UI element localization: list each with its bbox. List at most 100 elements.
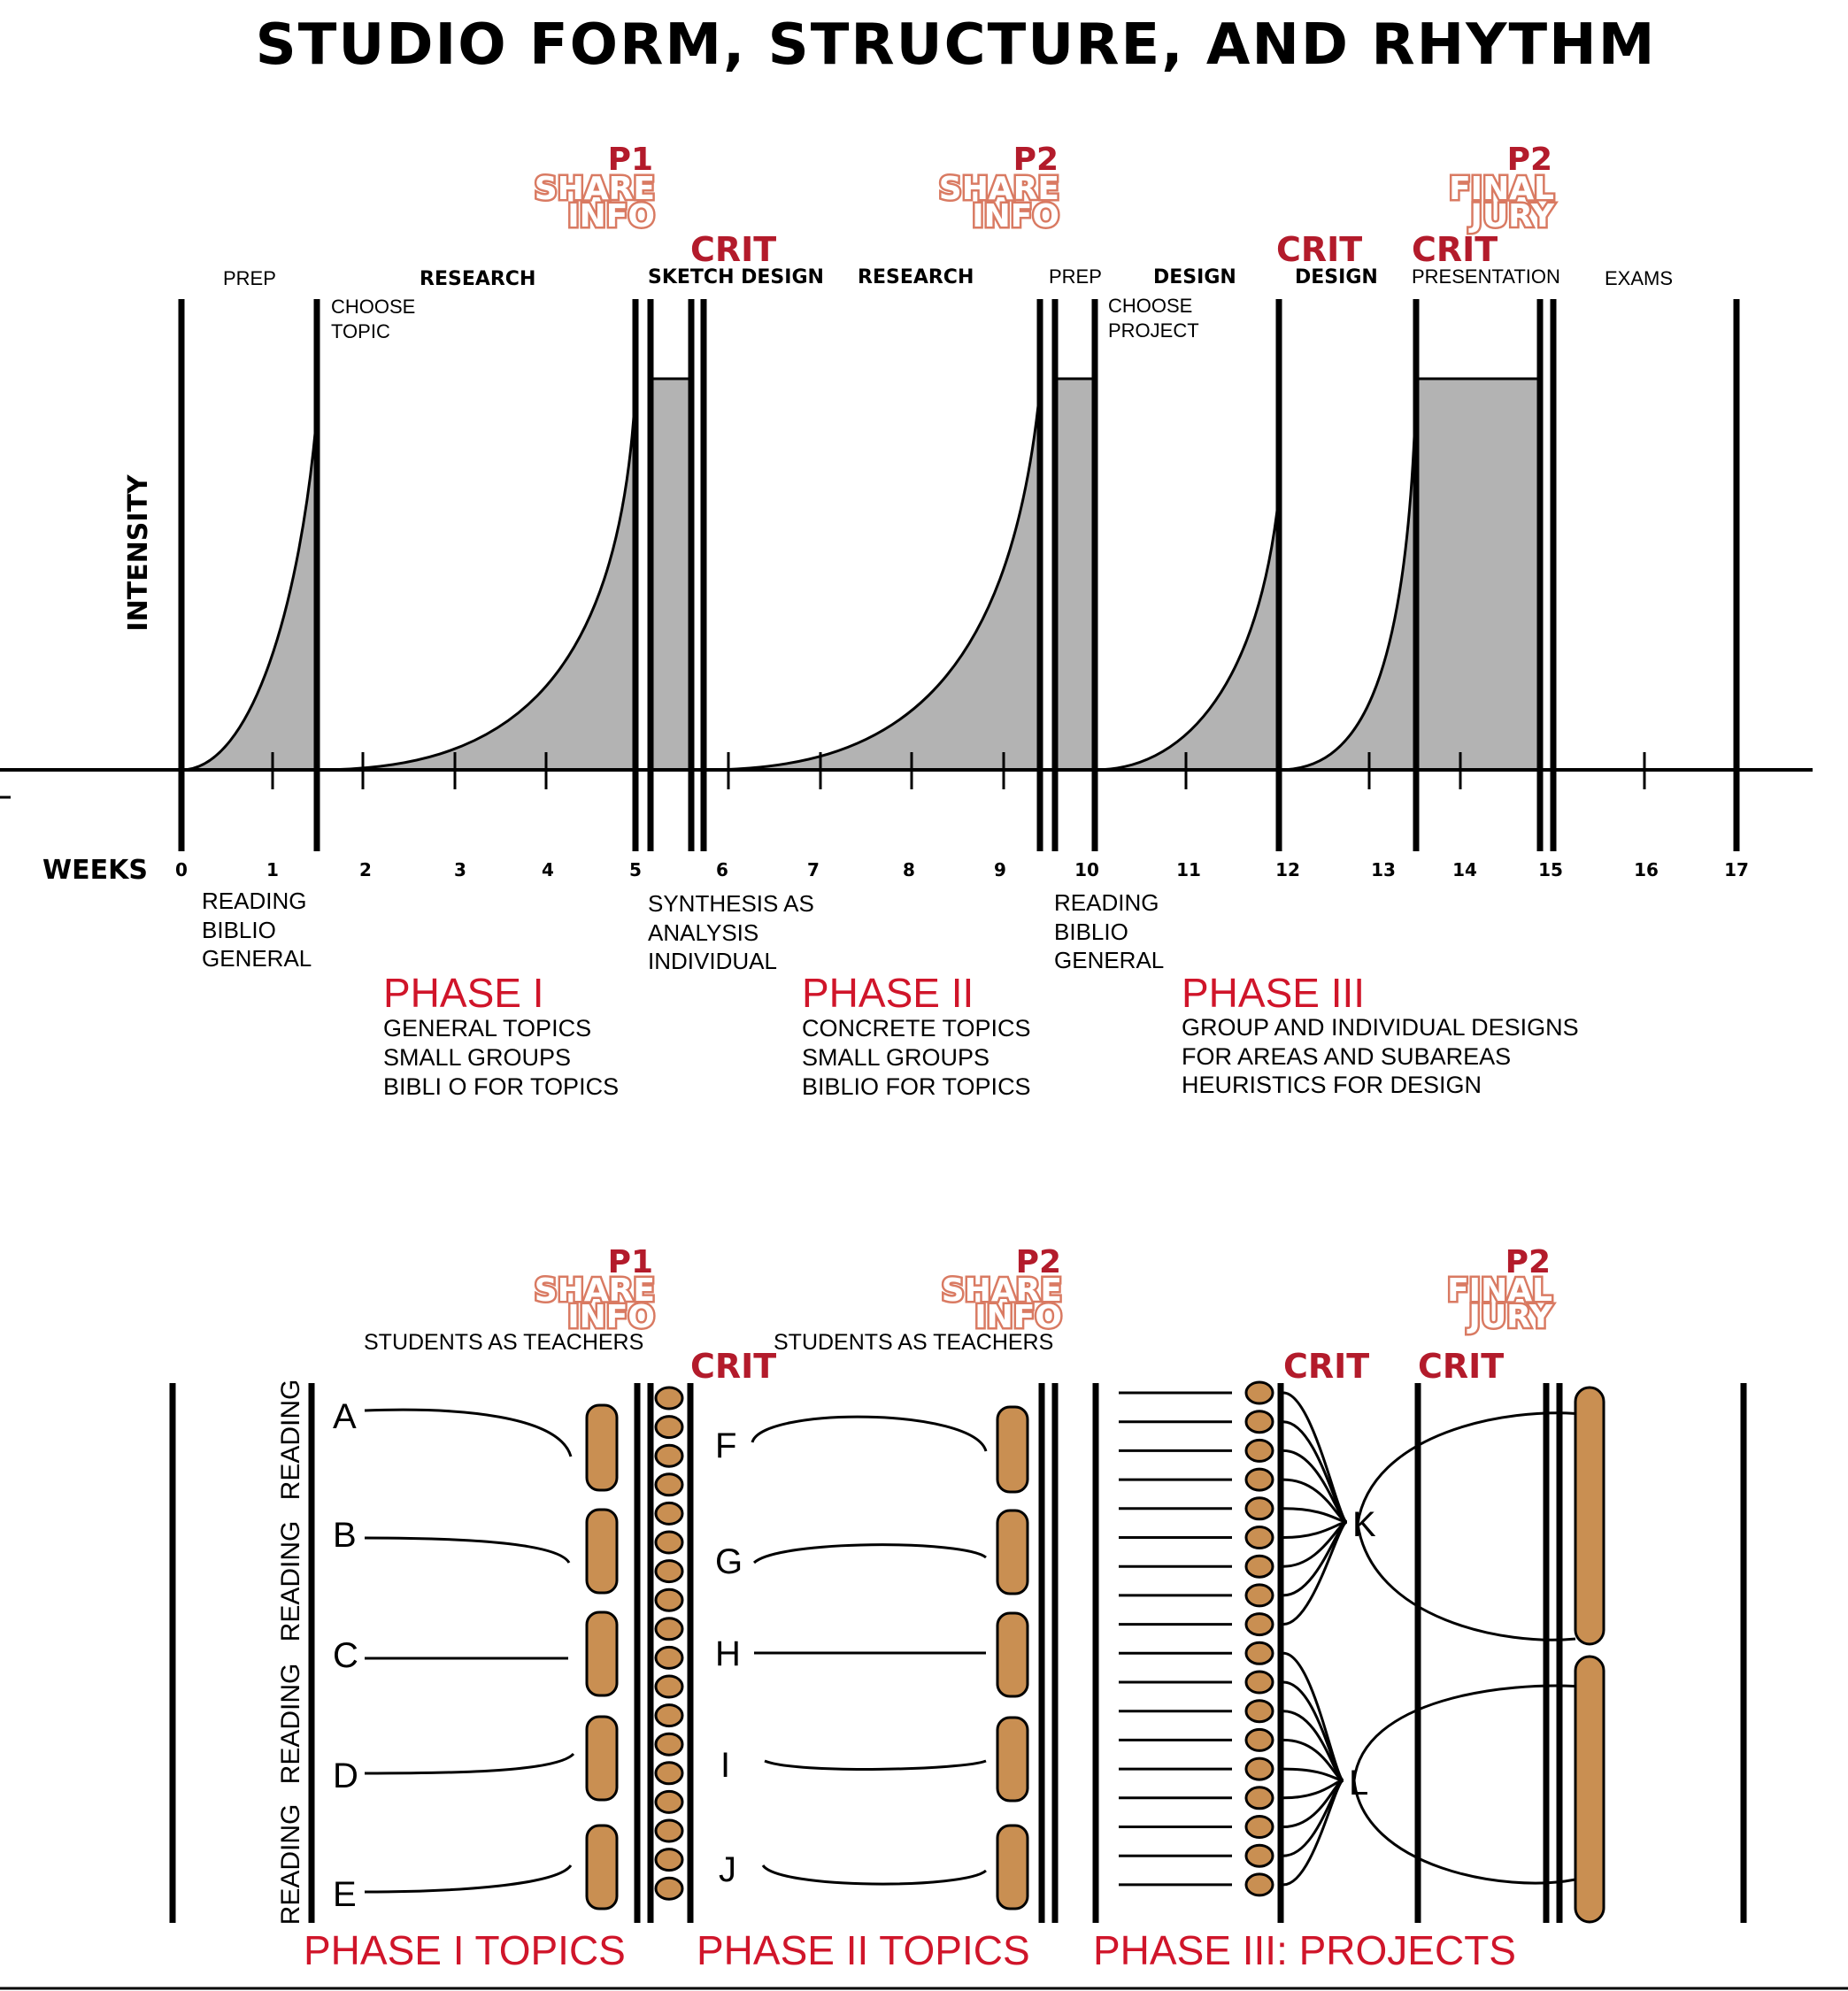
reading2-line1: READING [1054,889,1159,916]
topic-letter-b: B [333,1516,357,1555]
topic-connector-j [761,1864,987,1886]
milestone-p2-final-jury: P2 FINAL JURY [1447,142,1558,237]
choose-project-line1: CHOOSE [1108,295,1192,317]
milestone-p1-share-info-bottom: P1 SHARE INFO [532,1244,657,1338]
week-label-14: 14 [1452,859,1477,880]
milestone-line2: JURY [1468,198,1555,234]
week-label-13: 13 [1371,859,1396,880]
project-letter-k: K [1352,1505,1376,1544]
reading-label-4: READING [276,1804,305,1926]
topic-pill-f [996,1405,1029,1494]
topic-pill-g [996,1509,1029,1595]
milestone-p2-share-info: P2 SHARE INFO [936,142,1061,237]
milestone-line1: SHARE [535,1272,655,1309]
student-circle [1244,1699,1274,1724]
student-circle [1244,1872,1274,1897]
topic-letter-h: H [715,1634,741,1673]
topic-pill-a [585,1403,619,1492]
phase-3-description: PHASE III GROUP AND INDIVIDUAL DESIGNS F… [1182,970,1579,1098]
student-circle [654,1530,684,1555]
topic-pill-e [585,1824,619,1910]
milestone-line2: INFO [567,198,655,234]
ramp-design1 [1094,495,1281,772]
milestone-number: P2 [1505,1244,1551,1280]
topic-letter-g: G [715,1542,743,1581]
phase-line: BIBLI O FOR TOPICS [383,1073,619,1100]
label-research2: RESEARCH [858,266,974,288]
topic-pill-h [996,1611,1029,1698]
synthesis-line1: SYNTHESIS AS [648,890,814,917]
student-circle [1244,1496,1274,1521]
fan-connector-k [1282,1520,1348,1626]
week-label-2: 2 [359,859,372,880]
topic-letter-i: I [720,1746,730,1785]
milestone-p2-share-info-bottom: P2 SHARE INFO [939,1244,1064,1338]
bottom-label-phase2: PHASE II TOPICS [697,1927,1030,1973]
milestone-line2: INFO [972,198,1059,234]
student-circle [654,1443,684,1468]
bottom-label-phase1: PHASE I TOPICS [304,1927,626,1973]
student-circle [1244,1554,1274,1579]
milestone-number: P1 [608,1244,653,1280]
milestone-line2: INFO [974,1299,1062,1335]
topic-connector-g [752,1543,987,1564]
week-label-1: 1 [266,859,279,880]
student-circle [1244,1612,1274,1637]
crit-label-bottom-2: CRIT [1283,1347,1369,1386]
phase3-fan-connectors [1282,1391,1349,1887]
reading1-line2: BIBLIO [202,917,276,943]
week-label-11: 11 [1176,859,1201,880]
student-circle [654,1876,684,1901]
topic-pill-j [996,1824,1029,1910]
topic-connector-b [364,1536,571,1564]
milestone-line2: JURY [1467,1299,1553,1335]
milestone-number: P1 [608,142,653,178]
reading-label-2: READING [276,1521,305,1642]
crit-label-presentation: CRIT [1412,230,1498,269]
label-sketch-design: SKETCH DESIGN [648,266,824,288]
student-circle [654,1415,684,1440]
label-exams: EXAMS [1605,267,1673,289]
intensity-timeline: INTENSITY WEEKS 0 1 2 3 4 5 6 7 8 9 10 1… [0,142,1813,1100]
milestone-number: P2 [1016,1244,1061,1280]
week-label-9: 9 [994,859,1006,880]
phase-line: CONCRETE TOPICS [802,1015,1031,1042]
students-as-teachers-2: STUDENTS AS TEACHERS [774,1330,1053,1355]
topic-pill-c [585,1610,619,1697]
reading-label-3: READING [276,1664,305,1785]
phase-1-description: PHASE I GENERAL TOPICS SMALL GROUPS BIBL… [383,970,619,1100]
topic-connector-a [364,1408,573,1457]
structure-diagram: P1 SHARE INFO P2 SHARE INFO P2 FINAL JUR… [169,1244,1747,1973]
week-label-10: 10 [1074,859,1099,880]
project-l-to-jury-top [1352,1684,1583,1781]
crit-label-bottom-3: CRIT [1418,1347,1504,1386]
student-circle [1244,1843,1274,1868]
week-label-17: 17 [1724,859,1749,880]
phase-title: PHASE III [1182,970,1365,1016]
phase3-student-circles [1244,1380,1274,1897]
week-label-4: 4 [542,859,554,880]
choose-topic-line1: CHOOSE [331,296,415,318]
students-as-teachers-1: STUDENTS AS TEACHERS [364,1330,643,1355]
phase3-student-lines [1119,1391,1232,1887]
choose-project-line2: PROJECT [1108,319,1199,342]
student-circle [654,1559,684,1584]
ramp-plateau2 [1053,377,1097,772]
label-presentation: PRESENTATION [1412,265,1560,288]
student-circle [654,1789,684,1814]
student-circle [1244,1438,1274,1463]
fan-connector-l [1282,1779,1344,1828]
crit-label-bottom-1: CRIT [690,1347,776,1386]
synthesis-line2: ANALYSIS [648,919,758,946]
student-circle [1244,1641,1274,1665]
student-circle [1244,1583,1274,1608]
milestone-number: P2 [1507,142,1552,178]
topic-connector-i [764,1759,987,1771]
student-circle [654,1501,684,1526]
week-label-3: 3 [454,859,466,880]
topic-letter-e: E [333,1875,357,1914]
student-circle [1244,1727,1274,1752]
phase-line: GENERAL TOPICS [383,1015,591,1042]
y-axis-label: INTENSITY [123,473,154,632]
